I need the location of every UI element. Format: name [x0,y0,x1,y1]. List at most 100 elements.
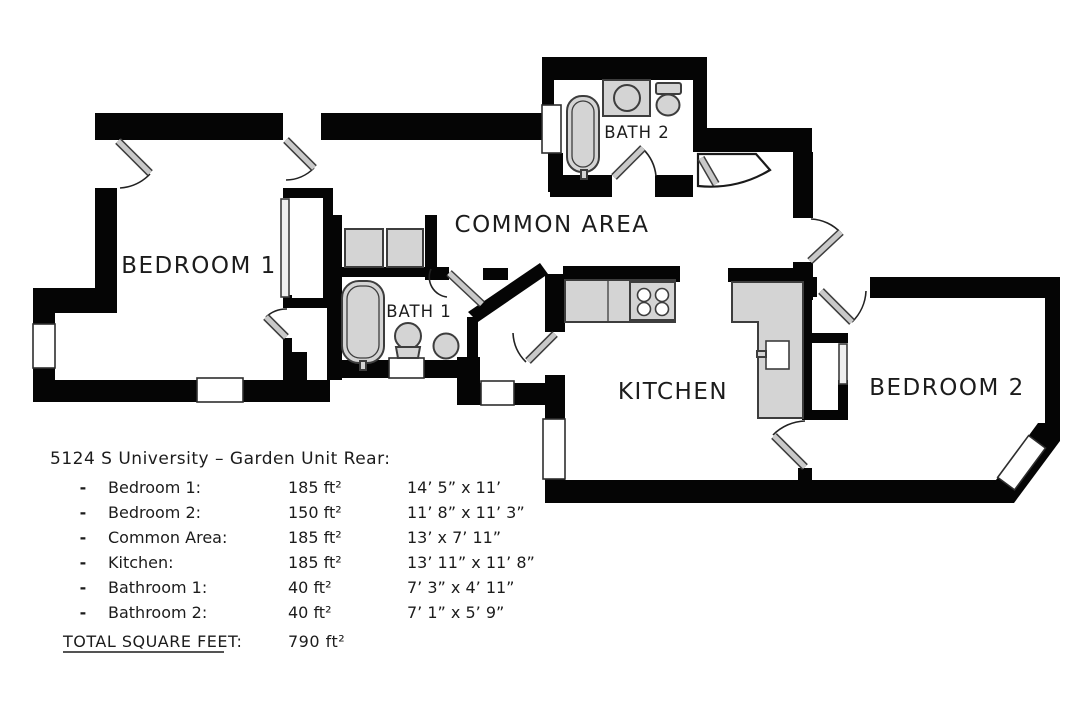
wall-segment [545,274,565,332]
legend-room-dims: 13’ 11” x 11’ 8” [407,553,535,572]
wall-segment [693,80,707,130]
closet-sliding-door [838,343,848,385]
wall-segment [342,267,425,277]
closet-sliding-door [280,198,290,298]
fixtures [341,79,804,419]
wall-segment [33,380,330,402]
legend-bullet: - [80,528,87,547]
legend-total-value: 790 ft² [288,632,345,651]
stove-burner-icon [654,287,670,303]
wall-segment [483,268,508,280]
room-label-kitchen: KITCHEN [618,379,728,405]
legend-room-dims: 14’ 5” x 11’ [407,478,501,497]
door-swing-arc [642,148,657,177]
room-label-bedroom1: BEDROOM 1 [121,253,277,279]
wall-segment [793,262,813,278]
door-leaf [772,434,807,469]
sink-icon [613,84,641,112]
washer-icon [344,228,384,268]
toilet-base-icon [394,346,422,359]
legend-room-dims: 7’ 1” x 5’ 9” [407,603,504,622]
wall-segment [292,298,333,308]
wall-segment [327,215,342,380]
stove-burner-icon [636,301,652,317]
window [196,377,244,403]
windows [32,104,1047,491]
bathtub-tap-icon [359,360,367,371]
door-unit-entry [696,152,772,188]
wall-segment [321,113,542,140]
legend-room-area: 185 ft² [288,478,342,497]
wall-segment [655,175,693,197]
door-bedroom1-entry [115,138,153,189]
door-kitchen-west [512,331,558,364]
door-kitchen-southeast [771,420,808,470]
doors [115,137,867,470]
door-swing-arc [285,167,315,181]
window [32,323,56,369]
window [541,104,562,154]
stove-burner-icon [654,301,670,317]
wall-segment [563,266,680,282]
bathtub-tap-icon [580,169,588,180]
bath1-fixtures [341,280,460,371]
wall-segment [565,480,1010,503]
wall-segment [283,352,307,390]
wall-segment [468,263,548,322]
legend-bullet: - [80,553,87,572]
door-leaf [284,138,316,170]
wall-segment [95,113,283,140]
bathtub-inner [571,100,595,168]
door-leaf [698,156,719,186]
room-label-bedroom2: BEDROOM 2 [869,375,1025,401]
door-leaf [819,289,854,324]
wall-segment [425,215,437,280]
door-bedroom1-hall [263,308,289,340]
kitchen-sink-tap-icon [756,350,767,358]
wall-segment [462,383,482,405]
wall-segment [513,383,565,405]
window [388,357,425,379]
wall-segment [283,338,292,352]
wall-segment [283,295,292,308]
legend-room-name: Bedroom 1: [108,478,201,497]
wall-segment [802,297,812,420]
window [480,380,515,406]
wall-segment [545,478,565,503]
wall-segment [542,57,707,80]
door-bath2 [611,145,657,180]
legend-bullet: - [80,503,87,522]
door-leaf [808,230,843,263]
room-label-bath1: BATH 1 [386,302,452,321]
door-leaf [264,315,288,339]
toilet-icon [394,322,422,350]
wall-segment [550,175,612,197]
toilet-tank-icon [655,82,682,95]
legend-room-area: 185 ft² [288,528,342,547]
door-leaf [612,146,645,179]
legend-title: 5124 S University – Garden Unit Rear: [50,449,391,469]
wall-segment [327,360,390,378]
door-bedroom2 [818,288,867,325]
wall-segment [33,288,117,313]
wall-segment [283,188,333,198]
kitchen-sink-icon [765,340,790,370]
dryer-icon [386,228,424,268]
wall-segment [802,410,848,420]
room-label-bath2: BATH 2 [604,123,670,142]
wall-segment [1045,277,1060,427]
wall-segment [798,468,812,482]
legend: 5124 S University – Garden Unit Rear: - … [50,449,535,653]
wall-segment [793,152,813,218]
wall-segment [802,333,848,343]
stove-icon [629,281,676,321]
legend-room-area: 40 ft² [288,603,331,622]
window [996,434,1047,491]
legend-room-name: Kitchen: [108,553,174,572]
bathtub-inner [346,285,380,359]
legend-room-area: 185 ft² [288,553,342,572]
legend-room-name: Common Area: [108,528,227,547]
door-leaf [447,271,484,306]
wall-segment [95,188,117,288]
